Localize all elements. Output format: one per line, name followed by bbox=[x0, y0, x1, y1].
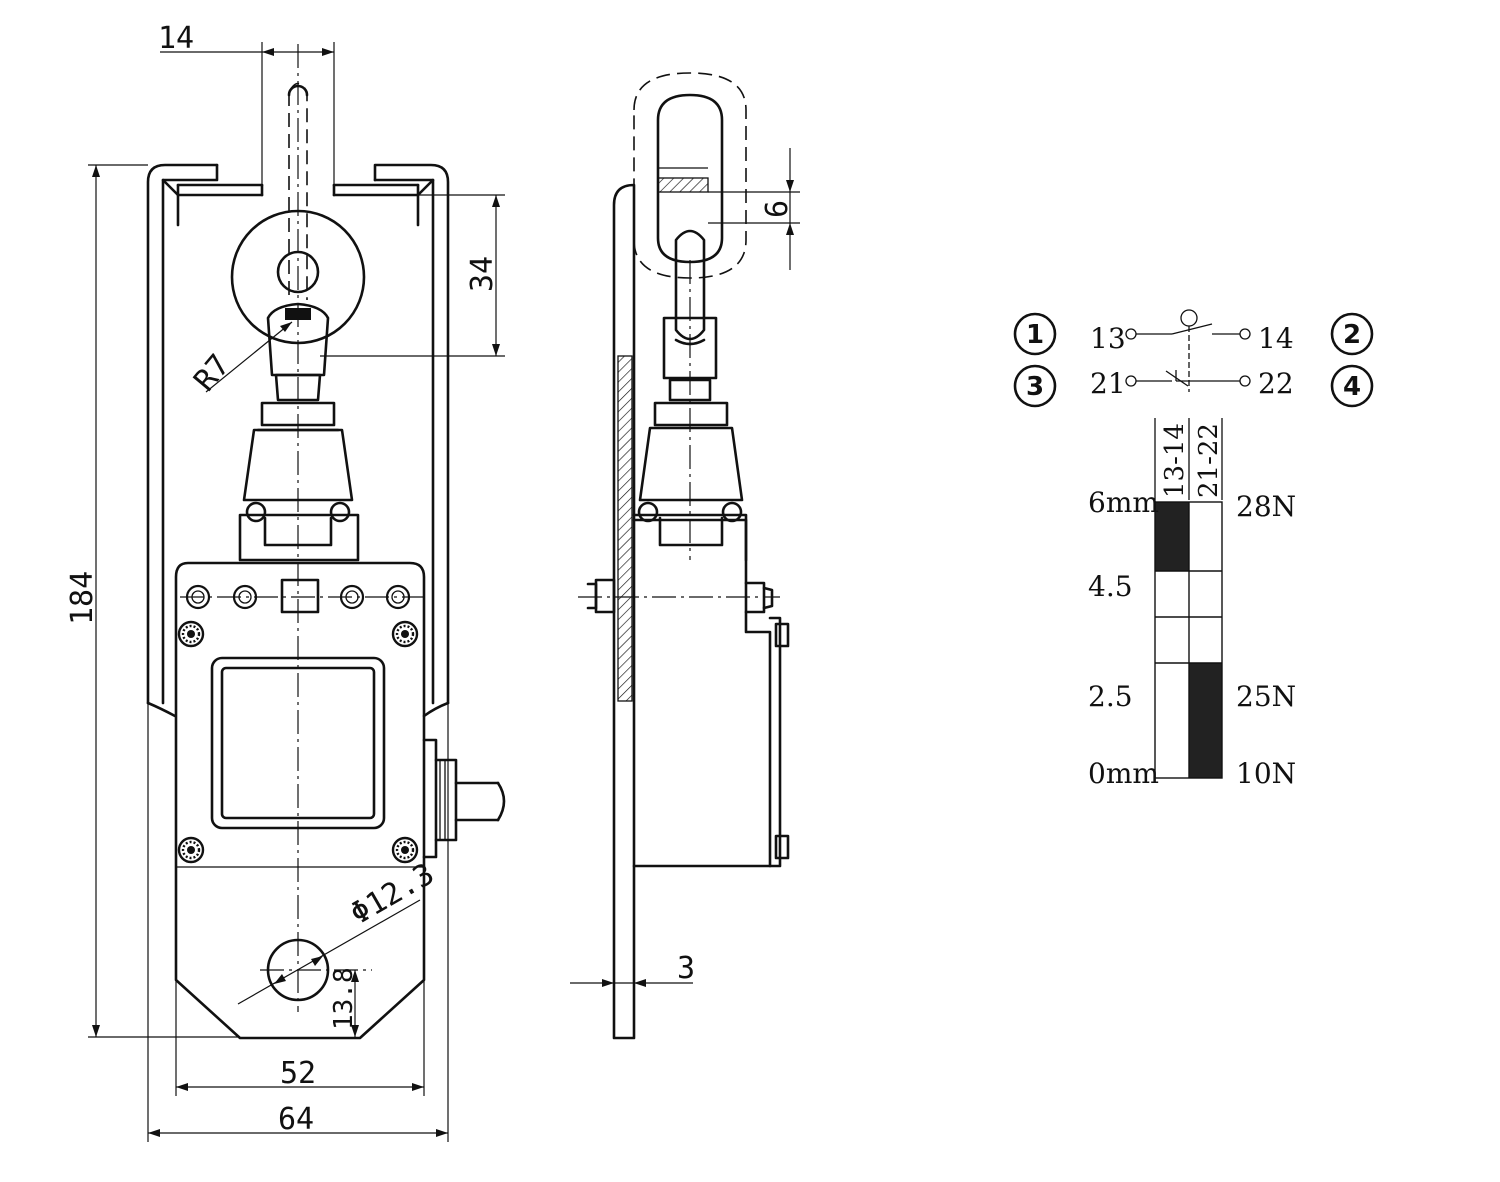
svg-text:4: 4 bbox=[1343, 372, 1361, 402]
terminal-14: 14 bbox=[1258, 322, 1294, 355]
terminal-13: 13 bbox=[1090, 322, 1126, 355]
terminal-circle-2 bbox=[1330, 312, 1374, 356]
cover-window bbox=[210, 656, 386, 830]
side-view: 6 3 bbox=[570, 72, 800, 1040]
travel-label-6mm: 6mm bbox=[1088, 486, 1159, 519]
dim-travel: 6 bbox=[760, 200, 795, 218]
bracket-outline bbox=[146, 163, 450, 705]
column-13-14: 13-14 bbox=[1160, 423, 1190, 498]
travel-label-4-5: 4.5 bbox=[1088, 570, 1133, 603]
mounting-plate bbox=[612, 183, 636, 1040]
dim-inner-width: 52 bbox=[280, 1056, 316, 1091]
contact-21-22-closed-band bbox=[1189, 663, 1222, 778]
terminal-circle-3 bbox=[1013, 364, 1057, 408]
dim-outer-width: 64 bbox=[278, 1102, 314, 1137]
svg-text:3: 3 bbox=[1026, 372, 1044, 402]
svg-text:2: 2 bbox=[1343, 320, 1361, 350]
column-21-22: 21-22 bbox=[1194, 423, 1224, 498]
dim-eye-height: 34 bbox=[465, 256, 500, 292]
terminal-circle-4 bbox=[1330, 364, 1374, 408]
front-view: 14 34 R7 184 Φ12.3 13.8 52 bbox=[65, 21, 506, 1142]
force-label-25n: 25N bbox=[1236, 680, 1296, 713]
contact-symbol: 1 2 3 4 13 14 21 22 bbox=[1013, 309, 1374, 408]
travel-label-0mm: 0mm bbox=[1088, 757, 1159, 790]
dim-plate-thickness: 3 bbox=[677, 951, 695, 986]
dim-radius: R7 bbox=[187, 348, 237, 398]
switch-housing bbox=[174, 561, 426, 1040]
travel-label-2-5: 2.5 bbox=[1088, 680, 1133, 713]
travel-diagram: 13-14 21-22 6mm 4.5 2.5 0mm 28N 25N 10N bbox=[1088, 418, 1296, 790]
dim-total-height: 184 bbox=[65, 571, 100, 625]
eye-ring bbox=[230, 209, 366, 345]
dim-hole-dia: Φ12.3 bbox=[345, 856, 441, 931]
terminal-circle-1 bbox=[1013, 312, 1057, 356]
dim-hole-offset: 13.8 bbox=[329, 967, 359, 1030]
svg-text:1: 1 bbox=[1026, 320, 1044, 350]
dim-rod-width: 14 bbox=[158, 21, 194, 56]
force-label-28n: 28N bbox=[1236, 490, 1296, 523]
terminal-22: 22 bbox=[1258, 367, 1294, 400]
travel-grid bbox=[1154, 501, 1223, 779]
terminal-21: 21 bbox=[1090, 367, 1126, 400]
contact-13-14-closed-band bbox=[1155, 502, 1189, 571]
force-label-10n: 10N bbox=[1236, 757, 1296, 790]
